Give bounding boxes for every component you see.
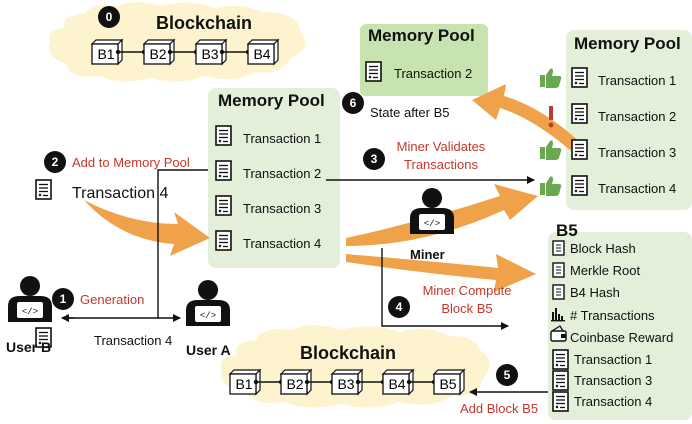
pool-main-tx-3: Transaction 3 (243, 201, 322, 216)
thumbs-up-icon (540, 176, 562, 196)
top-chain-block (142, 38, 176, 66)
b4-hash-icon (552, 284, 565, 300)
block5-tx-doc-icon (552, 349, 569, 370)
thumbs-up-icon (540, 68, 562, 88)
step-5-badge: 5 (496, 364, 518, 386)
block5-coinbase-reward: Coinbase Reward (570, 330, 674, 345)
top-chain-block (194, 38, 228, 66)
block5-tx-doc-icon (552, 370, 569, 391)
pool-new-tx-doc-icon (365, 61, 382, 82)
step-4-badge: 4 (388, 296, 410, 318)
user-b-label: User B (6, 339, 52, 355)
top-chain-block (246, 38, 280, 66)
pool-validated-tx-2: Transaction 2 (598, 109, 677, 124)
step-4-label-line1: Miner Compute (422, 283, 512, 298)
top-chain-block-label: B1 (97, 46, 115, 62)
step-3-label-line1: Miner Validates (396, 139, 486, 154)
pool-new-title: Memory Pool (368, 26, 475, 45)
pool-validated-tx-doc-icon (571, 139, 588, 160)
pool-validated-tx-3: Transaction 3 (598, 145, 677, 160)
pool-validated-title: Memory Pool (574, 34, 681, 53)
memory-pool-new-panel (360, 24, 488, 96)
step2-tx-doc-icon (35, 179, 52, 200)
step-0-badge: 0 (98, 6, 120, 28)
step-1-badge: 1 (52, 288, 74, 310)
bottom-chain-block-label: B5 (439, 376, 457, 392)
top-chain-block-label: B4 (253, 46, 271, 62)
thumbs-up-icon (540, 140, 562, 160)
pool-main-tx-1: Transaction 1 (243, 131, 322, 146)
wallet-icon (550, 325, 567, 342)
top-blockchain-blocks (90, 38, 280, 66)
pool-validated-tx-doc-icon (571, 103, 588, 124)
step-2-badge: 2 (44, 151, 66, 173)
pool-validated-tx-4: Transaction 4 (598, 181, 677, 196)
validation-status-icons (540, 68, 562, 196)
transfer-tx-label: Transaction 4 (94, 333, 173, 348)
bottom-blockchain-cloud (220, 325, 490, 408)
pool-main-tx-4: Transaction 4 (243, 236, 322, 251)
pool-main-tx-doc-icon (215, 195, 232, 216)
step-2-label: Add to Memory Pool (72, 155, 190, 170)
merkle-root-icon (552, 262, 565, 278)
block5-tx-2: Transaction 3 (574, 373, 653, 388)
connector-lines (61, 169, 548, 396)
bottom-chain-block (381, 368, 415, 396)
step-2-tx-label: Transaction 4 (72, 185, 169, 202)
miner-label: Miner (410, 247, 445, 262)
block5-tx-1: Transaction 1 (574, 352, 653, 367)
bottom-chain-block-label: B3 (337, 376, 355, 392)
step-3-label-line2: Transactions (404, 157, 478, 172)
block5-block-hash: Block Hash (570, 241, 636, 256)
block5-tx-doc-icon (552, 391, 569, 412)
block-hash-icon (552, 240, 565, 256)
block5-b4-hash: B4 Hash (570, 285, 620, 300)
step-1-label: Generation (80, 292, 145, 307)
top-blockchain-title: Blockchain (156, 13, 253, 33)
flow-arrow-state (472, 84, 584, 150)
bottom-chain-block (432, 368, 466, 396)
pool-main-tx-2: Transaction 2 (243, 166, 322, 181)
flow-arrow-compute (346, 254, 536, 292)
pool-new-note: State after B5 (370, 105, 450, 120)
block5-title: B5 (556, 221, 578, 240)
user-a-label: User A (186, 342, 231, 358)
bottom-chain-block (228, 368, 262, 396)
pool-main-tx-doc-icon (215, 160, 232, 181)
flow-arrow-to-pool (84, 200, 210, 256)
block5-tx-count: # Transactions (570, 308, 655, 323)
bottom-chain-block (330, 368, 364, 396)
step-5-label: Add Block B5 (460, 401, 539, 416)
block5-merkle-root: Merkle Root (570, 263, 641, 278)
step-4-label-line2: Block B5 (441, 301, 493, 316)
pool-main-title: Memory Pool (218, 91, 325, 110)
user-a-icon (186, 280, 230, 326)
bottom-blockchain-title: Blockchain (300, 343, 397, 363)
pool-new-tx-label: Transaction 2 (394, 66, 473, 81)
memory-pool-validated-panel (566, 30, 692, 210)
memory-pool-main-panel (208, 88, 340, 268)
step-6-badge: 6 (342, 92, 364, 114)
block5-panel (548, 232, 692, 420)
exclamation-icon (548, 106, 554, 128)
top-chain-block-label: B2 (149, 46, 167, 62)
block5-header-icons (550, 240, 567, 342)
pool-main-tx-doc-icon (215, 230, 232, 251)
bar-chart-icon (551, 308, 565, 322)
bottom-chain-block-label: B1 (235, 376, 253, 392)
bottom-blockchain-blocks (228, 368, 466, 396)
step-3-badge: 3 (363, 148, 385, 170)
block5-tx-3: Transaction 4 (574, 394, 653, 409)
pool-main-tx-doc-icon (215, 125, 232, 146)
bottom-chain-block-label: B2 (286, 376, 304, 392)
bottom-chain-block-label: B4 (388, 376, 406, 392)
user-b-icon (8, 276, 52, 322)
top-chain-block-label: B3 (201, 46, 219, 62)
pool-validated-tx-doc-icon (571, 67, 588, 88)
block5-doc-icons (552, 349, 569, 412)
pool-validated-tx-doc-icon (571, 175, 588, 196)
miner-icon (410, 188, 454, 234)
pool-validated-tx-1: Transaction 1 (598, 73, 677, 88)
